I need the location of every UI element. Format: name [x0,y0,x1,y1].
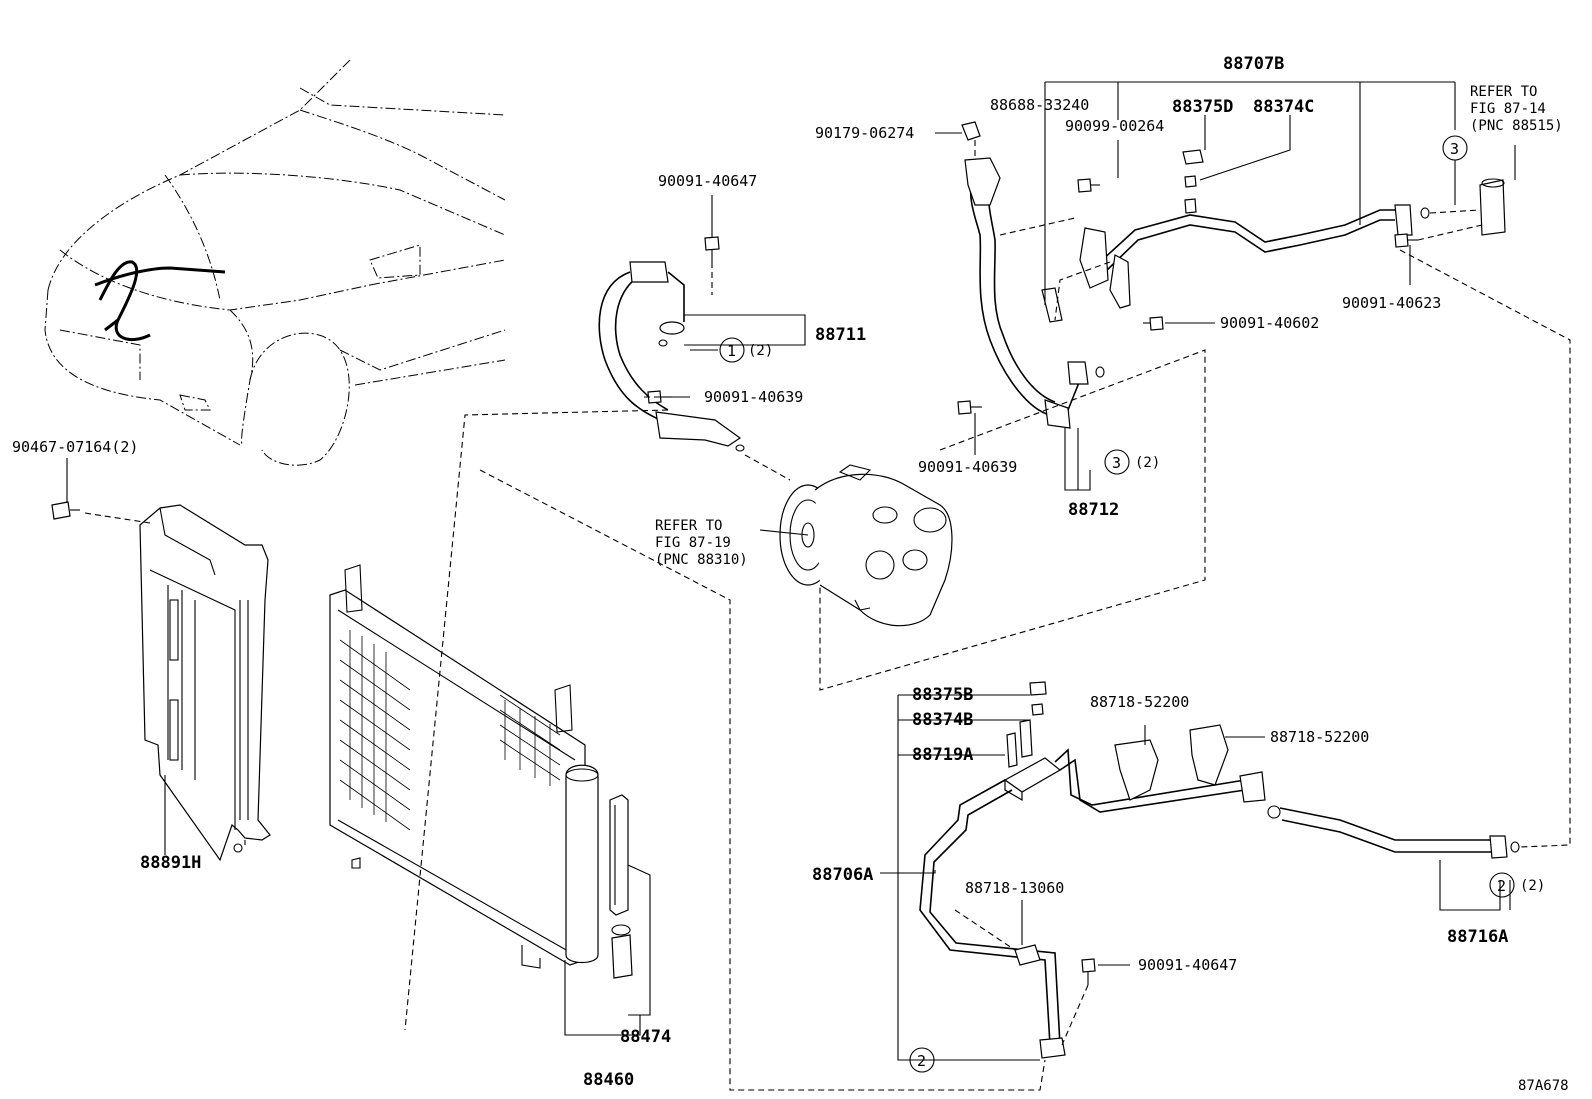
desiccant-filter [564,794,651,1036]
circle-number-3-a: 3 [1112,454,1121,472]
label-90099-00264: 90099-00264 [1065,117,1164,135]
label-88712: 88712 [1068,500,1119,520]
circle-number-2-b: 2 [1497,877,1506,895]
label-88718-52200-b: 88718-52200 [1270,728,1369,746]
label-88474: 88474 [620,1027,671,1047]
label-88891H: 88891H [140,853,201,873]
ref-87-14-line2: FIG 87-14 [1470,101,1546,117]
label-90091-40639-a: 90091-40639 [704,388,803,406]
circle-number-2-a: 2 [917,1052,926,1070]
lower-pipes [919,681,1520,1059]
upper-pipe [1041,149,1506,323]
fasteners [51,178,1418,985]
leader-lines [66,81,1516,1061]
discharge-hose [961,121,1105,429]
diagram-code: 87A678 [1518,1078,1569,1094]
label-90467-07164: 90467-07164(2) [12,438,138,456]
qty-circle1: (2) [748,343,773,359]
radiator-shroud [139,504,271,862]
ref-87-19-line2: FIG 87-19 [655,535,731,551]
label-88706A: 88706A [812,865,873,885]
label-90091-40623: 90091-40623 [1342,294,1441,312]
label-90091-40647-bot: 90091-40647 [1138,956,1237,974]
label-88374C: 88374C [1253,97,1314,117]
label-88375B: 88375B [912,685,973,705]
labels: 88707B 88688-33240 88375D 88374C 90099-0… [12,54,1569,1094]
label-88718-52200-a: 88718-52200 [1090,693,1189,711]
ref-87-19-line3: (PNC 88310) [655,552,748,568]
label-90091-40602: 90091-40602 [1220,314,1319,332]
ref-87-19-line1: REFER TO [655,518,722,534]
vehicle-outline [44,59,506,466]
label-88718-13060: 88718-13060 [965,879,1064,897]
qty-circle2: (2) [1520,878,1545,894]
ref-87-14-line3: (PNC 88515) [1470,118,1563,134]
label-88374B: 88374B [912,710,973,730]
compressor [779,464,953,627]
label-88711: 88711 [815,325,866,345]
label-90179-06274: 90179-06274 [815,124,914,142]
label-88375D: 88375D [1172,97,1233,117]
label-88719A: 88719A [912,745,973,765]
circle-number-3-b: 3 [1450,140,1459,158]
label-88688-33240: 88688-33240 [990,96,1089,114]
callout-circles [719,135,1515,1073]
routing-lines [84,140,1571,1091]
condenser [329,564,599,969]
label-90091-40639-b: 90091-40639 [918,458,1017,476]
label-88716A: 88716A [1447,927,1508,947]
label-88707B: 88707B [1223,54,1284,74]
label-90091-40647-top: 90091-40647 [658,172,757,190]
qty-circle3: (2) [1135,455,1160,471]
ref-87-14-line1: REFER TO [1470,84,1537,100]
circle-number-1: 1 [727,342,736,360]
label-88460: 88460 [583,1070,634,1090]
